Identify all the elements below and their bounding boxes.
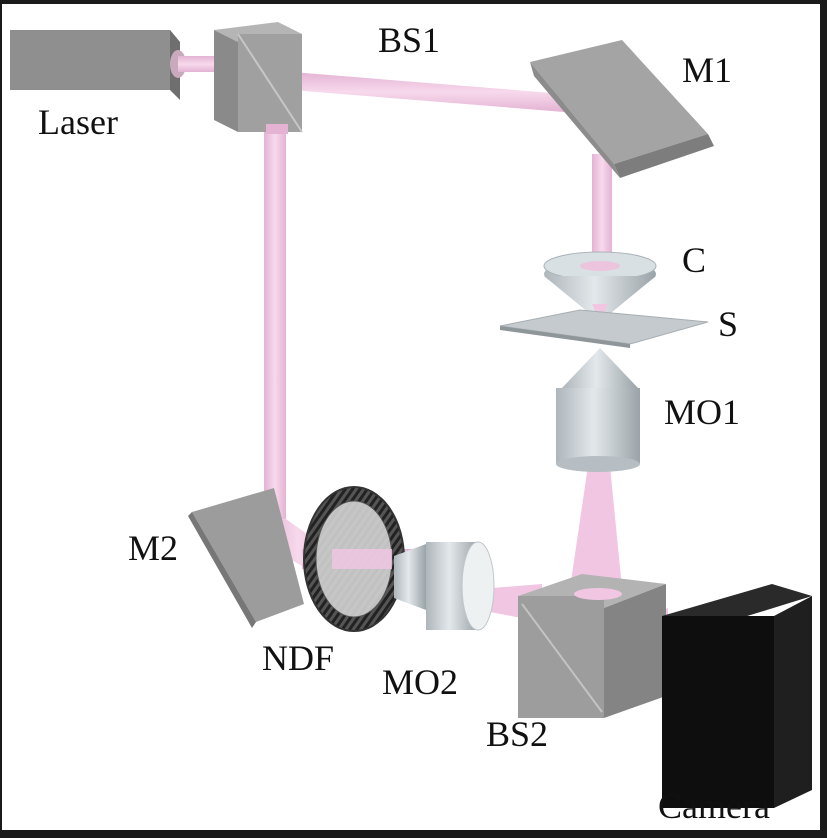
label-ndf: NDF — [262, 638, 334, 678]
laser-source — [10, 30, 186, 100]
mirror-1 — [530, 40, 714, 178]
beam-splitter-2 — [518, 574, 666, 718]
label-bs1: BS1 — [378, 20, 440, 60]
diagram-frame: Laser BS1 M1 C S MO1 M2 NDF MO2 BS2 Came… — [2, 4, 820, 830]
sample-slide — [499, 309, 709, 348]
label-c: C — [682, 240, 706, 280]
label-bs2: BS2 — [486, 714, 548, 754]
label-mo2: MO2 — [382, 662, 458, 702]
microscope-objective-1 — [556, 348, 640, 472]
label-camera: Camera — [658, 786, 770, 826]
beam-splitter-1 — [214, 22, 303, 134]
condenser-lens — [543, 251, 657, 322]
neutral-density-filter — [303, 486, 405, 632]
label-m1: M1 — [682, 50, 732, 90]
label-m2: M2 — [128, 528, 178, 568]
label-mo1: MO1 — [664, 392, 740, 432]
microscope-objective-2 — [394, 541, 495, 631]
label-s: S — [718, 304, 738, 344]
mirror-2 — [188, 488, 304, 628]
camera — [662, 584, 812, 808]
label-laser: Laser — [38, 102, 118, 142]
optical-setup-diagram: Laser BS1 M1 C S MO1 M2 NDF MO2 BS2 Came… — [10, 20, 812, 826]
